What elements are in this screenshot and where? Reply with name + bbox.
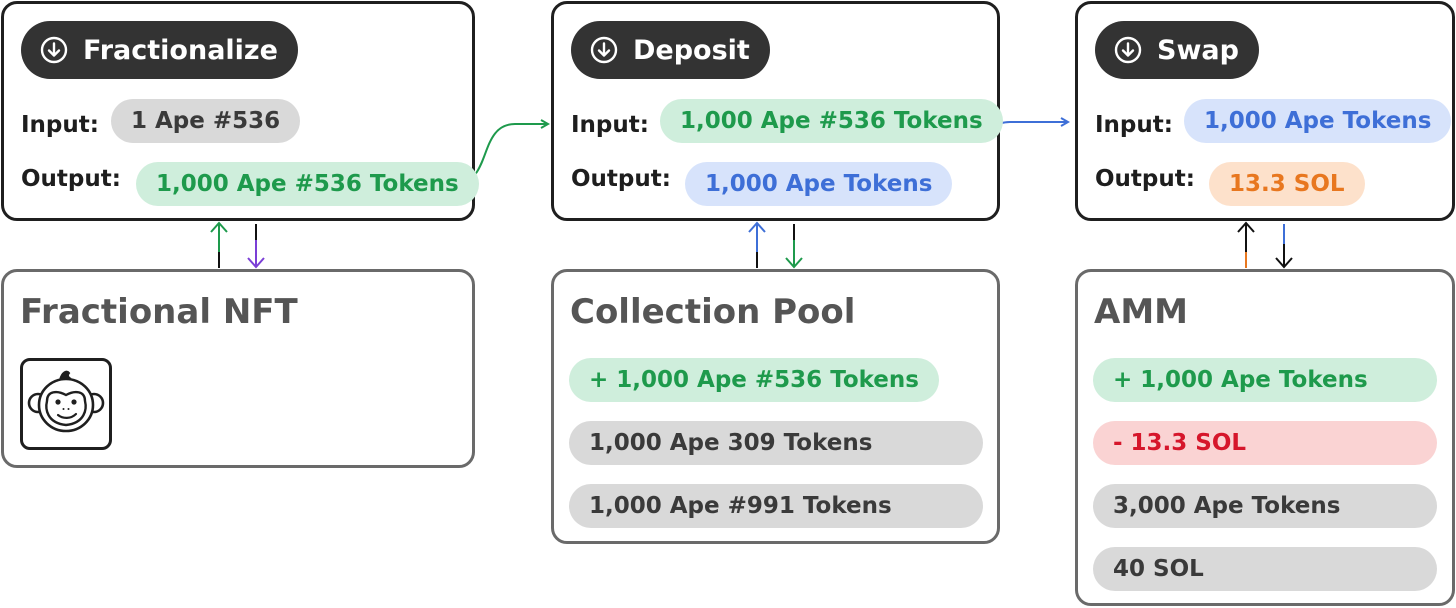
output-label: Output: — [1095, 166, 1195, 192]
step-swap: Swap Input: 1,000 Ape Tokens Output: 13.… — [1075, 1, 1455, 221]
pool-item: + 1,000 Ape Tokens — [1093, 358, 1437, 402]
pool-item: - 13.3 SOL — [1093, 421, 1437, 465]
output-label: Output: — [571, 166, 671, 192]
pool-item: 1,000 Ape 309 Tokens — [569, 421, 983, 465]
output-label: Output: — [21, 166, 121, 192]
step-header-deposit: Deposit — [571, 21, 770, 79]
input-label: Input: — [21, 112, 99, 138]
pool-amm: AMM + 1,000 Ape Tokens - 13.3 SOL 3,000 … — [1075, 269, 1455, 606]
output-value-pill: 1,000 Ape Tokens — [685, 162, 953, 206]
step-deposit: Deposit Input: 1,000 Ape #536 Tokens Out… — [551, 1, 1003, 221]
pool-title: Fractional NFT — [20, 292, 298, 332]
step-title: Swap — [1157, 34, 1239, 66]
input-label: Input: — [571, 112, 649, 138]
pool-item: 40 SOL — [1093, 547, 1437, 591]
output-value-pill: 13.3 SOL — [1209, 162, 1365, 206]
nft-image — [20, 358, 112, 450]
step-title: Fractionalize — [83, 34, 278, 66]
output-value-pill: 1,000 Ape #536 Tokens — [136, 162, 479, 206]
pool-item: 3,000 Ape Tokens — [1093, 484, 1437, 528]
down-arrow-collection-pool — [785, 224, 803, 269]
pool-title: AMM — [1094, 292, 1188, 332]
input-value-pill: 1,000 Ape Tokens — [1184, 99, 1452, 143]
step-header-fractionalize: Fractionalize — [21, 21, 298, 79]
pool-collection: Collection Pool + 1,000 Ape #536 Tokens … — [551, 269, 1000, 544]
up-arrow-collection-pool — [748, 221, 766, 268]
pool-title: Collection Pool — [570, 292, 856, 332]
monkey-face-icon — [27, 367, 105, 441]
arrow-down-circle-icon — [589, 35, 619, 65]
up-arrow-fractional-nft — [210, 221, 228, 268]
arrow-down-circle-icon — [1113, 35, 1143, 65]
step-title: Deposit — [633, 34, 750, 66]
down-arrow-amm — [1275, 224, 1293, 269]
arrow-down-circle-icon — [39, 35, 69, 65]
up-arrow-amm — [1237, 221, 1255, 268]
pool-item: 1,000 Ape #991 Tokens — [569, 484, 983, 528]
input-label: Input: — [1095, 112, 1173, 138]
down-arrow-fractional-nft — [247, 224, 265, 269]
pool-fractional-nft: Fractional NFT — [1, 269, 475, 468]
input-value-pill: 1,000 Ape #536 Tokens — [660, 99, 1003, 143]
pool-item: + 1,000 Ape #536 Tokens — [569, 358, 939, 402]
step-fractionalize: Fractionalize Input: 1 Ape #536 Output: … — [1, 1, 479, 221]
input-value-pill: 1 Ape #536 — [111, 99, 301, 143]
step-header-swap: Swap — [1095, 21, 1259, 79]
